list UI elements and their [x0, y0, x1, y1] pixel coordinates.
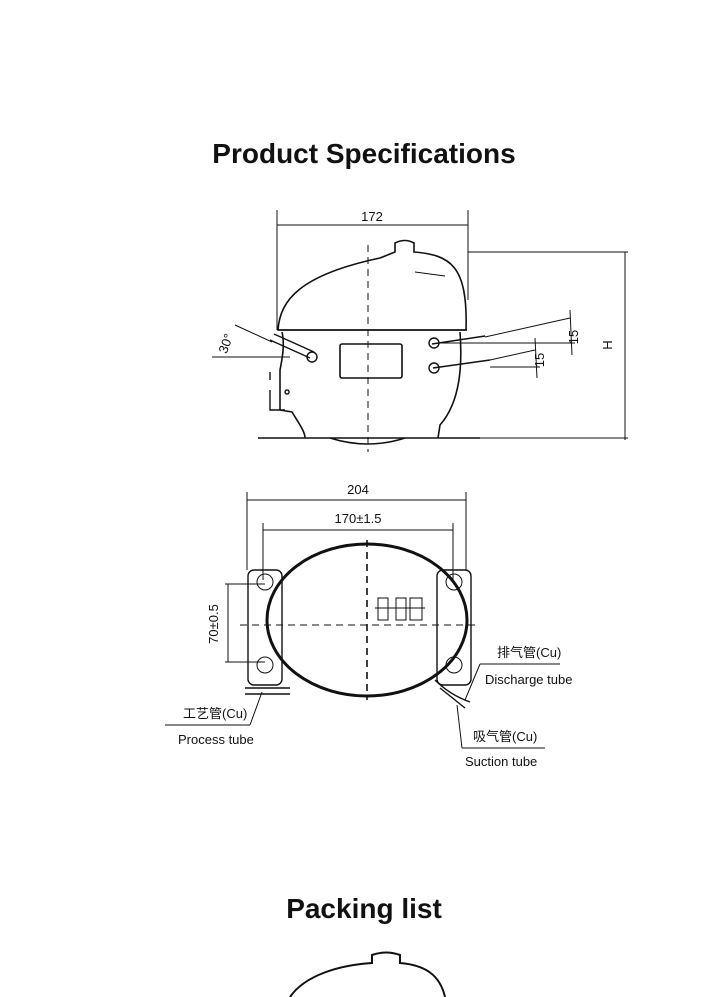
side-view-drawing: 172 H 15 15 30°	[212, 209, 628, 452]
tube-dimension-1: 15	[566, 330, 581, 344]
tube-dimension-2: 15	[532, 353, 547, 367]
mount-spacing-dimension: 170±1.5	[335, 511, 382, 526]
packing-compressor-drawing	[289, 951, 446, 997]
process-tube-label: Process tube	[178, 732, 254, 747]
angle-dimension: 30°	[215, 332, 236, 356]
mount-depth-dimension: 70±0.5	[206, 604, 221, 644]
product-specifications-heading: Product Specifications	[212, 138, 516, 169]
top-view-drawing: 204 170±1.5 70±0.5 排气管(Cu) Discharge tub…	[165, 482, 572, 769]
overall-width-dimension: 204	[347, 482, 369, 497]
packing-list-heading: Packing list	[286, 893, 442, 924]
discharge-tube-label-cn: 排气管(Cu)	[497, 645, 561, 660]
process-tube-label-cn: 工艺管(Cu)	[183, 706, 247, 721]
suction-tube-label: Suction tube	[465, 754, 537, 769]
width-dimension: 172	[361, 209, 383, 224]
suction-tube-label-cn: 吸气管(Cu)	[473, 729, 537, 744]
discharge-tube-label: Discharge tube	[485, 672, 572, 687]
height-dimension: H	[600, 340, 615, 349]
